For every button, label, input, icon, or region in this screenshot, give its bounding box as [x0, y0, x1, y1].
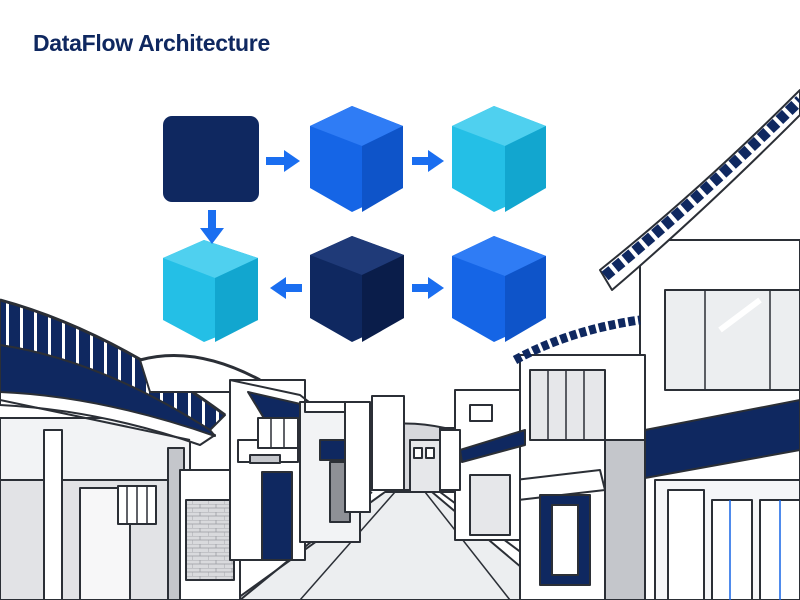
street-scene-background: [0, 89, 800, 600]
node-source[interactable]: [163, 116, 259, 202]
arrow-process-1-to-process-2: [412, 150, 444, 172]
node-process-2[interactable]: [452, 106, 546, 212]
arrow-hub-to-store-1: [270, 277, 302, 299]
page-title: DataFlow Architecture: [33, 30, 270, 56]
node-output-1[interactable]: [452, 236, 546, 342]
left-hanok-house: [0, 298, 226, 600]
left-hanok-house-2: [139, 354, 353, 600]
left-shops: [299, 401, 371, 543]
node-hub[interactable]: [310, 236, 404, 342]
right-near-building: [599, 89, 800, 600]
node-store-1[interactable]: [163, 240, 258, 342]
distant-buildings: [359, 395, 471, 493]
arrow-source-to-process-1: [266, 150, 300, 172]
architecture-diagram: [163, 106, 546, 342]
arrow-hub-to-output-1: [412, 277, 444, 299]
arrow-source-to-store-1: [200, 210, 224, 244]
node-process-1[interactable]: [310, 106, 403, 212]
right-mid-buildings: [512, 315, 646, 600]
right-far-buildings: [439, 389, 526, 541]
